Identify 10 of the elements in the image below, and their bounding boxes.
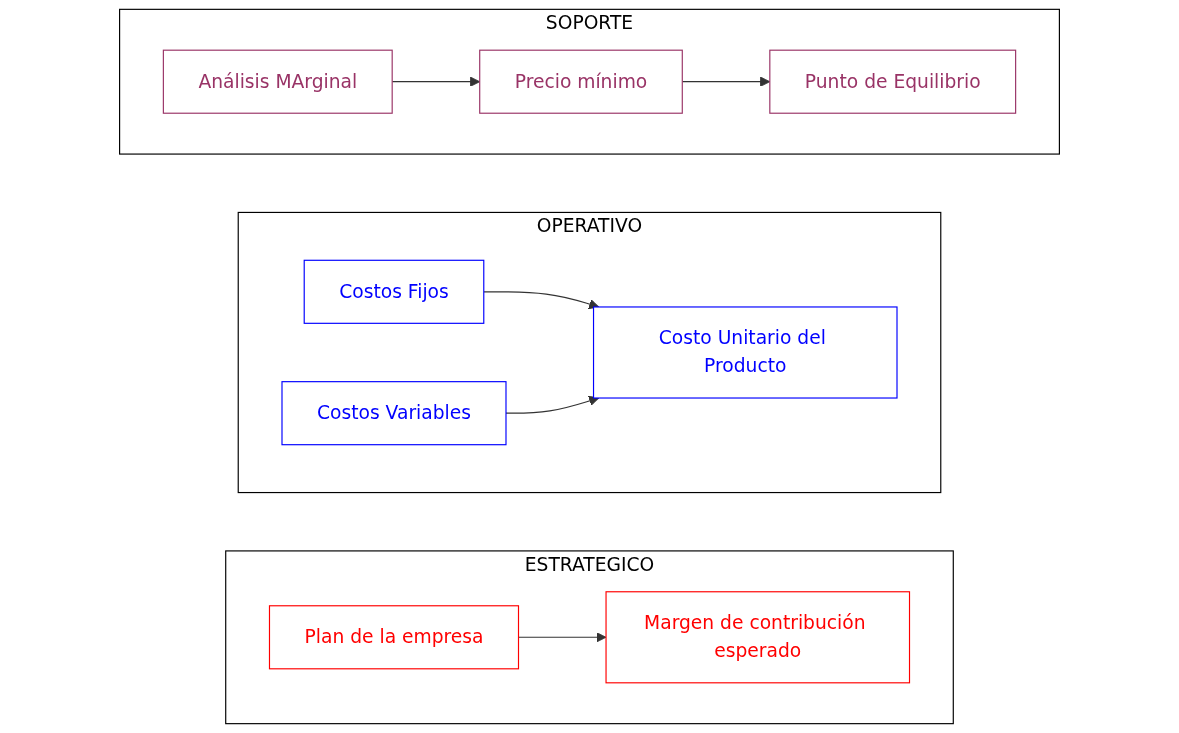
node-box: Costos Fijos [303,259,485,324]
node-box: Costo Unitario del Producto [592,306,898,399]
node-box: Costos Variables [281,381,507,446]
node-box: Plan de la empresa [268,605,520,670]
node-box: Punto de Equilibrio [769,49,1017,114]
arrow [505,395,600,414]
node-box: Margen de contribución esperado [605,591,911,684]
arrow [483,291,600,310]
node-box: Análisis MArginal [162,49,393,114]
node-box: Precio mínimo [479,49,683,114]
